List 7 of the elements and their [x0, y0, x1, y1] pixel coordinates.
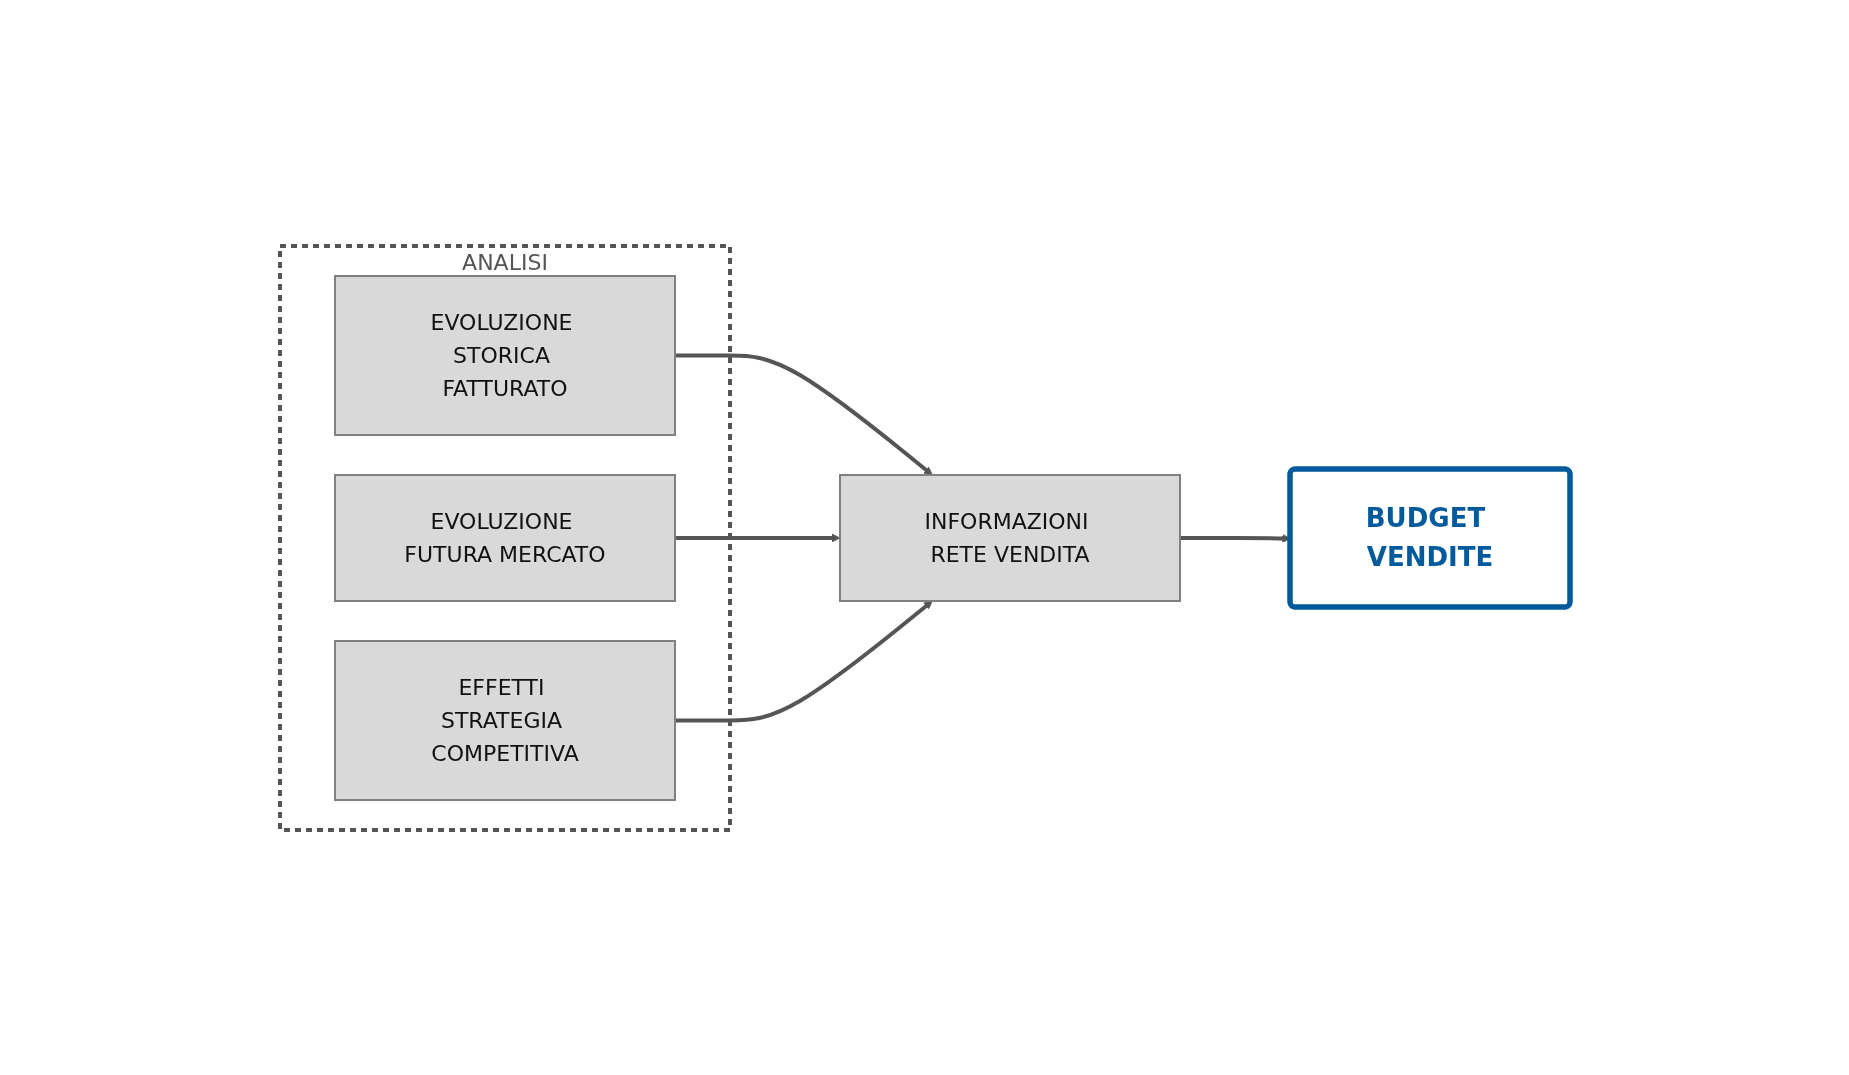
arrow — [674, 533, 840, 542]
arrow — [674, 353, 933, 475]
node-box: EFFETTI STRATEGIA COMPETITIVA — [333, 639, 676, 801]
node-box: EVOLUZIONE FUTURA MERCATO — [333, 473, 676, 602]
node-box: INFORMAZIONI RETE VENDITA — [838, 473, 1181, 602]
node-box: EVOLUZIONE STORICA FATTURATO — [333, 274, 676, 436]
arrow — [674, 600, 933, 722]
